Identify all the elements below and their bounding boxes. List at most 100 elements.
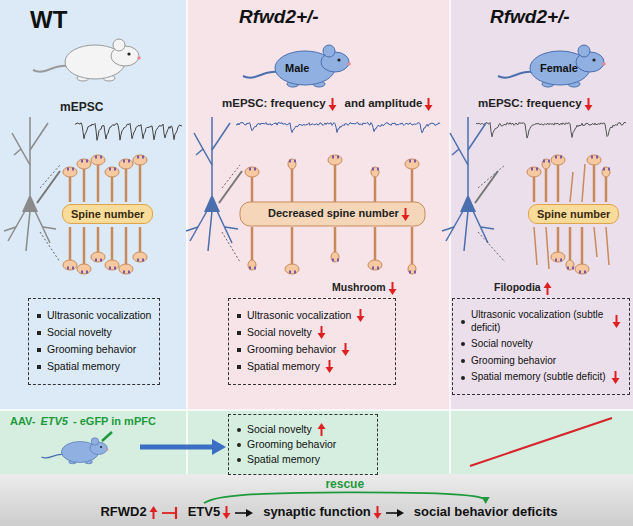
spine-neck [593, 160, 596, 202]
dendritic-spine [606, 227, 609, 265]
spine-head [91, 252, 105, 262]
receptor [555, 156, 557, 159]
receptor [137, 259, 139, 262]
bullet [237, 348, 241, 352]
receptor [332, 259, 334, 262]
spine-neck [83, 164, 86, 202]
dendritic-spine [91, 155, 105, 202]
dendritic-spine [331, 227, 339, 262]
spine-head [368, 260, 382, 270]
dendritic-spine [119, 227, 133, 274]
injection-arrow [140, 445, 214, 450]
behavior-text: Spatial memory [247, 360, 320, 373]
receptor [289, 160, 291, 163]
spine-head [77, 264, 91, 274]
mouse-figure [498, 45, 606, 87]
dendrite [225, 227, 238, 229]
right-arrow [386, 508, 404, 518]
arrow-shaft [386, 512, 398, 514]
annotation: rescue [325, 477, 364, 491]
zoom-line [40, 165, 60, 188]
dendrite [30, 123, 48, 150]
behavior-item: Spatial memory [37, 360, 151, 373]
arrow-shaft [320, 428, 322, 436]
spine-neck [125, 164, 128, 202]
annotation: ETV5 [40, 415, 68, 428]
pathway-term: social behavior deficits [414, 504, 558, 520]
arrow-head [223, 513, 231, 519]
bullet [461, 320, 465, 324]
receptor [72, 267, 74, 270]
dendritic-spine [77, 227, 91, 274]
down-arrow [584, 98, 593, 111]
arrow-head [325, 367, 333, 373]
dendrite [211, 117, 213, 195]
dendritic-spine [542, 159, 550, 202]
dendritic-spine [105, 227, 119, 270]
spine-neck [334, 160, 337, 202]
dendritic-spine [534, 227, 537, 265]
receptor [128, 271, 130, 274]
arrow-head [613, 322, 621, 328]
receptor [95, 259, 97, 262]
annotation: - eGFP in mPFC [73, 415, 156, 428]
soma [22, 194, 38, 212]
down-arrow [401, 208, 410, 221]
spine-head [328, 155, 342, 165]
receptor [249, 168, 251, 171]
female-background [450, 0, 633, 410]
arrow-head [388, 289, 396, 295]
receptor [531, 168, 533, 171]
annotation: and amplitude [345, 97, 423, 111]
arrow-shaft [328, 360, 330, 368]
spine-neck [411, 227, 414, 269]
group-panel: WTSpine numberUltrasonic vocalizationSoc… [0, 0, 187, 410]
right-arrow [235, 508, 253, 518]
receptor [123, 271, 125, 274]
filopodium [534, 227, 537, 265]
dendritic-spine [133, 227, 147, 262]
arrow-head [317, 423, 325, 429]
not-tested-line [470, 418, 612, 466]
annotation: mEPSC [60, 100, 103, 114]
receptor [67, 168, 69, 171]
arrow-head [317, 333, 325, 339]
dendrite [481, 227, 494, 229]
spine-head [77, 159, 91, 169]
receptor [608, 168, 610, 171]
receptor [109, 267, 111, 270]
group-panel: Rfwd2+/-Ultrasonic vocalizationSocial no… [187, 0, 450, 410]
shaft-label: Spine number [537, 208, 610, 220]
mouse-tail [243, 72, 278, 78]
spine-neck [374, 227, 377, 265]
spine-neck [125, 227, 128, 269]
receptor [81, 160, 83, 163]
bullet [37, 314, 41, 318]
down-arrow [611, 371, 620, 384]
behavior-text: Grooming behavior [47, 343, 136, 356]
dendritic-spine [63, 227, 77, 270]
arrow-shaft [226, 506, 228, 514]
bullet [461, 376, 465, 380]
group-heading: Rfwd2+/- [490, 6, 570, 28]
arrow-shaft [428, 98, 430, 106]
arrow-shaft [404, 208, 406, 216]
receptor [584, 271, 586, 274]
spine-head [551, 252, 565, 262]
dendrite [468, 123, 486, 150]
annotation: mEPSC: frequency [222, 97, 326, 111]
spine-neck [581, 227, 584, 269]
spine-head [542, 159, 550, 169]
receptor [67, 267, 69, 270]
spine-head [288, 159, 296, 169]
receptor [377, 267, 379, 270]
receptor [100, 156, 102, 159]
bullet [237, 443, 241, 447]
neuron-figure [442, 117, 498, 251]
receptor [567, 267, 569, 270]
arrow-shaft [320, 326, 322, 334]
behavior-item: Spatial memory [237, 453, 369, 466]
down-arrow [325, 360, 334, 373]
receptor [536, 168, 538, 171]
receptor [294, 160, 296, 163]
